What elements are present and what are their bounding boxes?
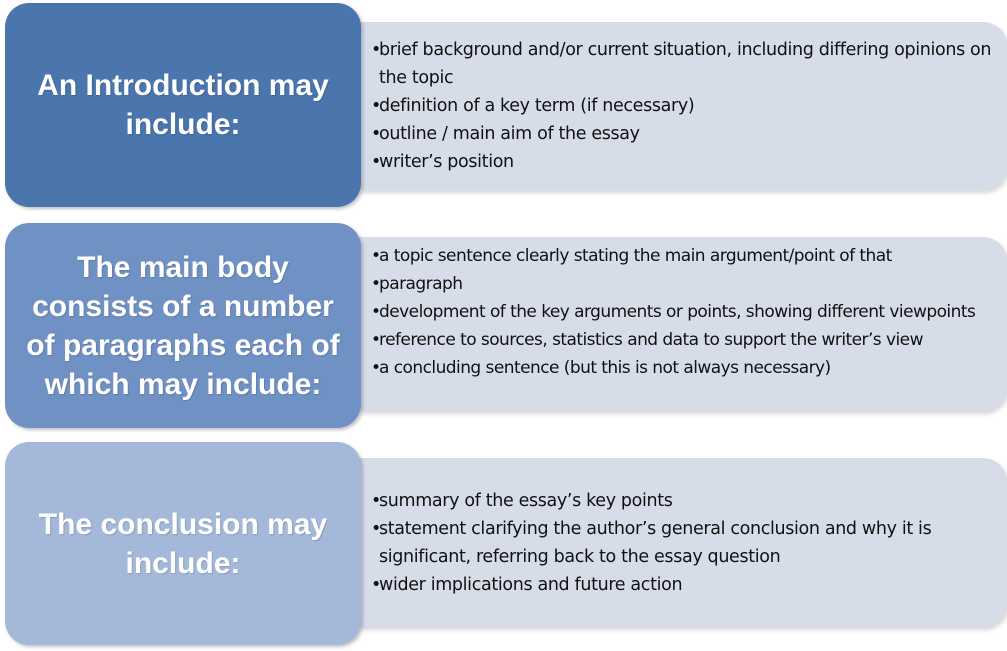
conclusion-row: •summary of the essay’s key points •stat…	[0, 433, 1007, 651]
intro-points-panel: •brief background and/or current situati…	[359, 22, 1007, 190]
body-point: •reference to sources, statistics and da…	[371, 326, 993, 354]
body-point: •a topic sentence clearly stating the ma…	[371, 242, 993, 270]
conclusion-point: •statement clarifying the author’s gener…	[371, 515, 993, 571]
intro-point: •definition of a key term (if necessary)	[371, 92, 993, 120]
conclusion-heading-box: The conclusion may include:	[5, 442, 361, 645]
conclusion-point: •summary of the essay’s key points	[371, 487, 993, 515]
intro-point: •outline / main aim of the essay	[371, 120, 993, 148]
bullet-icon: •	[371, 152, 381, 172]
conclusion-points-panel: •summary of the essay’s key points •stat…	[359, 458, 1007, 627]
intro-point: •writer’s position	[371, 148, 993, 176]
body-point: •paragraph	[371, 270, 993, 298]
bullet-icon: •	[371, 124, 381, 144]
body-points-panel: •a topic sentence clearly stating the ma…	[359, 237, 1007, 411]
body-point: •development of the key arguments or poi…	[371, 298, 993, 326]
body-point: •a concluding sentence (but this is not …	[371, 354, 993, 382]
conclusion-heading: The conclusion may include:	[38, 507, 328, 580]
intro-point: •brief background and/or current situati…	[371, 36, 993, 92]
body-heading: The main body consists of a number of pa…	[26, 250, 340, 401]
intro-row: •brief background and/or current situati…	[0, 0, 1007, 215]
conclusion-point: •wider implications and future action	[371, 571, 993, 599]
body-heading-box: The main body consists of a number of pa…	[5, 223, 361, 428]
bullet-icon: •	[371, 40, 381, 60]
body-row: •a topic sentence clearly stating the ma…	[0, 215, 1007, 433]
intro-heading-box: An Introduction may include:	[5, 3, 361, 207]
bullet-icon: •	[371, 274, 381, 294]
bullet-icon: •	[371, 246, 381, 266]
bullet-icon: •	[371, 491, 381, 511]
bullet-icon: •	[371, 96, 381, 116]
bullet-icon: •	[371, 519, 381, 539]
bullet-icon: •	[371, 575, 381, 595]
bullet-icon: •	[371, 302, 381, 322]
bullet-icon: •	[371, 330, 381, 350]
bullet-icon: •	[371, 358, 381, 378]
intro-heading: An Introduction may include:	[37, 69, 329, 141]
